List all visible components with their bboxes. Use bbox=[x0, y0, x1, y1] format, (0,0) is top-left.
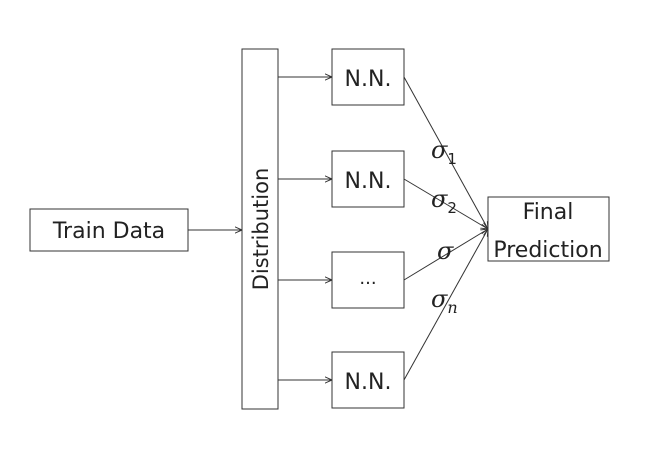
edge-model-4-to-prediction bbox=[403, 229, 488, 381]
model-node-3: ... bbox=[331, 251, 405, 309]
final-prediction-label-line1: Final bbox=[523, 200, 574, 225]
weight-label-3: σ bbox=[437, 237, 454, 265]
model-node-2: N.N. bbox=[331, 150, 405, 208]
edge-model-3-to-prediction bbox=[403, 229, 488, 281]
distribution-node: Distribution bbox=[241, 48, 279, 410]
model-label-2: N.N. bbox=[345, 169, 392, 194]
model-label-1: N.N. bbox=[345, 67, 392, 92]
model-node-1: N.N. bbox=[331, 48, 405, 106]
model-node-4: N.N. bbox=[331, 351, 405, 409]
model-label-4: N.N. bbox=[345, 370, 392, 395]
final-prediction-label-line2: Prediction bbox=[493, 238, 602, 263]
weight-label-2: σ2 bbox=[431, 185, 457, 217]
train-data-node: Train Data bbox=[29, 208, 189, 252]
weight-label-n: σn bbox=[431, 285, 458, 317]
train-data-label: Train Data bbox=[52, 219, 165, 244]
final-prediction-node: Final Prediction bbox=[487, 196, 610, 263]
edge-model-1-to-prediction bbox=[403, 76, 488, 229]
edge-model-2-to-prediction bbox=[403, 178, 488, 229]
model-label-3: ... bbox=[359, 268, 376, 289]
weight-label-1: σ1 bbox=[431, 136, 457, 168]
distribution-label: Distribution bbox=[249, 168, 273, 291]
